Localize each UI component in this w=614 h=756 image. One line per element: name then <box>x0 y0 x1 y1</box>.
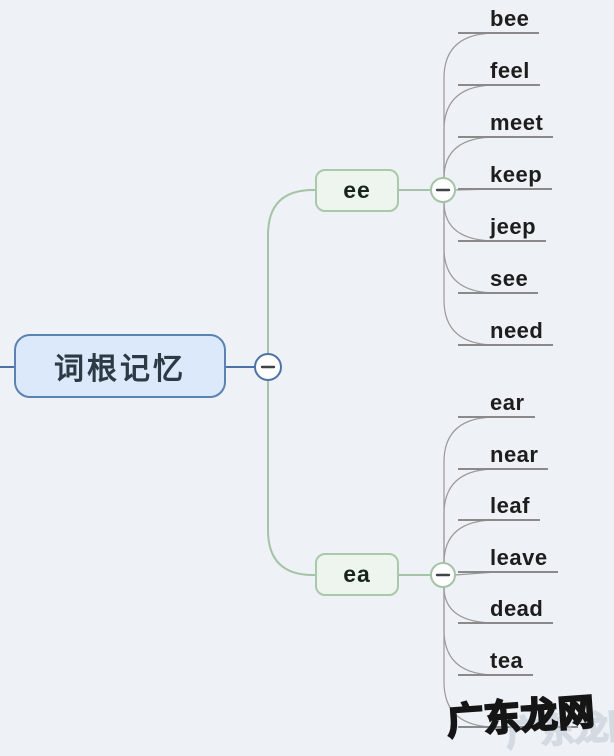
leaf-word-hidden[interactable] <box>458 699 578 728</box>
root-collapse-button[interactable] <box>254 353 282 381</box>
leaf-word-ear[interactable]: ear <box>458 389 535 418</box>
leaf-word-bee[interactable]: bee <box>458 5 540 34</box>
leaf-word-dead[interactable]: dead <box>458 595 554 624</box>
ee-collapse-button[interactable] <box>430 177 456 203</box>
branch-topic-ea[interactable]: ea <box>315 553 399 596</box>
leaf-word-need[interactable]: need <box>458 317 554 346</box>
branch-trunk <box>267 189 431 576</box>
leaf-word-near[interactable]: near <box>458 441 549 470</box>
leaf-word-keep[interactable]: keep <box>458 161 553 190</box>
leaf-word-see[interactable]: see <box>458 265 539 294</box>
leaf-word-tea[interactable]: tea <box>458 647 534 676</box>
leaf-word-leave[interactable]: leave <box>458 544 558 573</box>
leaf-word-leaf[interactable]: leaf <box>458 492 540 521</box>
ea-collapse-button[interactable] <box>430 562 456 588</box>
root-topic[interactable]: 词根记忆 <box>14 334 226 398</box>
branch-topic-ee[interactable]: ee <box>315 169 399 212</box>
leaf-word-meet[interactable]: meet <box>458 109 554 138</box>
leaf-word-feel[interactable]: feel <box>458 57 540 86</box>
leaf-word-jeep[interactable]: jeep <box>458 213 547 242</box>
